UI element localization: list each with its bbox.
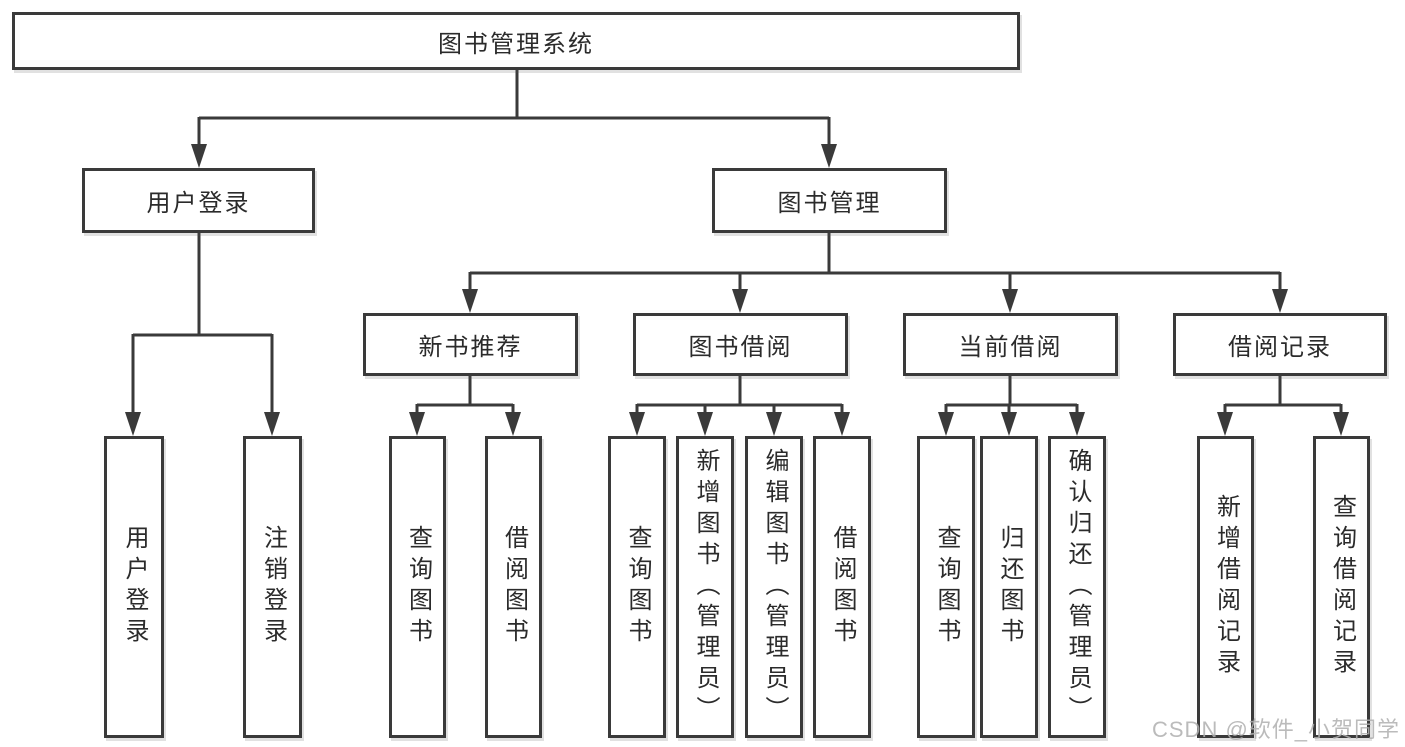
node-label: 图书管理系统 [438,30,594,58]
leaf-confirm-return-admin: 确认归还（管理员） [1048,436,1106,738]
leaf-label: 用户登录 [121,525,148,649]
node-label: 新书推荐 [418,334,523,361]
leaf-label: 注销登录 [259,525,287,649]
leaf-edit-books-admin: 编辑图书（管理员） [745,436,803,738]
node-user-login: 用户登录 [82,168,315,233]
node-label: 图书借阅 [688,334,793,361]
csdn-watermark: CSDN @软件_小贺同学 [1152,717,1401,742]
leaf-label: 借阅图书 [500,525,528,649]
leaf-query-books-recommend: 查询图书 [389,436,446,738]
leaf-label: 确认归还（管理员） [1064,447,1091,727]
node-book-management: 图书管理 [712,168,947,233]
node-label: 当前借阅 [958,334,1063,361]
node-label: 用户登录 [146,190,251,217]
leaf-query-books-current: 查询图书 [917,436,975,738]
leaf-label: 查询图书 [404,525,432,649]
leaf-user-login: 用户登录 [104,436,164,738]
leaf-borrow-books-recommend: 借阅图书 [485,436,542,738]
leaf-label: 查询图书 [933,525,960,649]
leaf-label: 查询借阅记录 [1328,494,1356,680]
leaf-add-borrow-record: 新增借阅记录 [1197,436,1254,738]
leaf-query-books-borrow: 查询图书 [608,436,666,738]
leaf-label: 归还图书 [996,525,1023,649]
node-borrow-records: 借阅记录 [1173,313,1387,376]
leaf-query-borrow-record: 查询借阅记录 [1313,436,1370,738]
leaf-logout: 注销登录 [243,436,302,738]
leaf-label: 新增借阅记录 [1212,494,1240,680]
node-label: 借阅记录 [1228,334,1332,361]
leaf-borrow-books: 借阅图书 [813,436,871,738]
leaf-label: 查询图书 [624,525,651,649]
leaf-return-books: 归还图书 [980,436,1038,738]
node-book-borrow: 图书借阅 [633,313,848,376]
node-current-borrow: 当前借阅 [903,313,1118,376]
leaf-add-books-admin: 新增图书（管理员） [676,436,734,738]
node-label: 图书管理 [777,190,882,217]
leaf-label: 编辑图书（管理员） [761,447,788,727]
node-library-management-system: 图书管理系统 [12,12,1020,70]
node-new-book-recommend: 新书推荐 [363,313,578,376]
leaf-label: 新增图书（管理员） [692,447,719,727]
leaf-label: 借阅图书 [829,525,856,649]
